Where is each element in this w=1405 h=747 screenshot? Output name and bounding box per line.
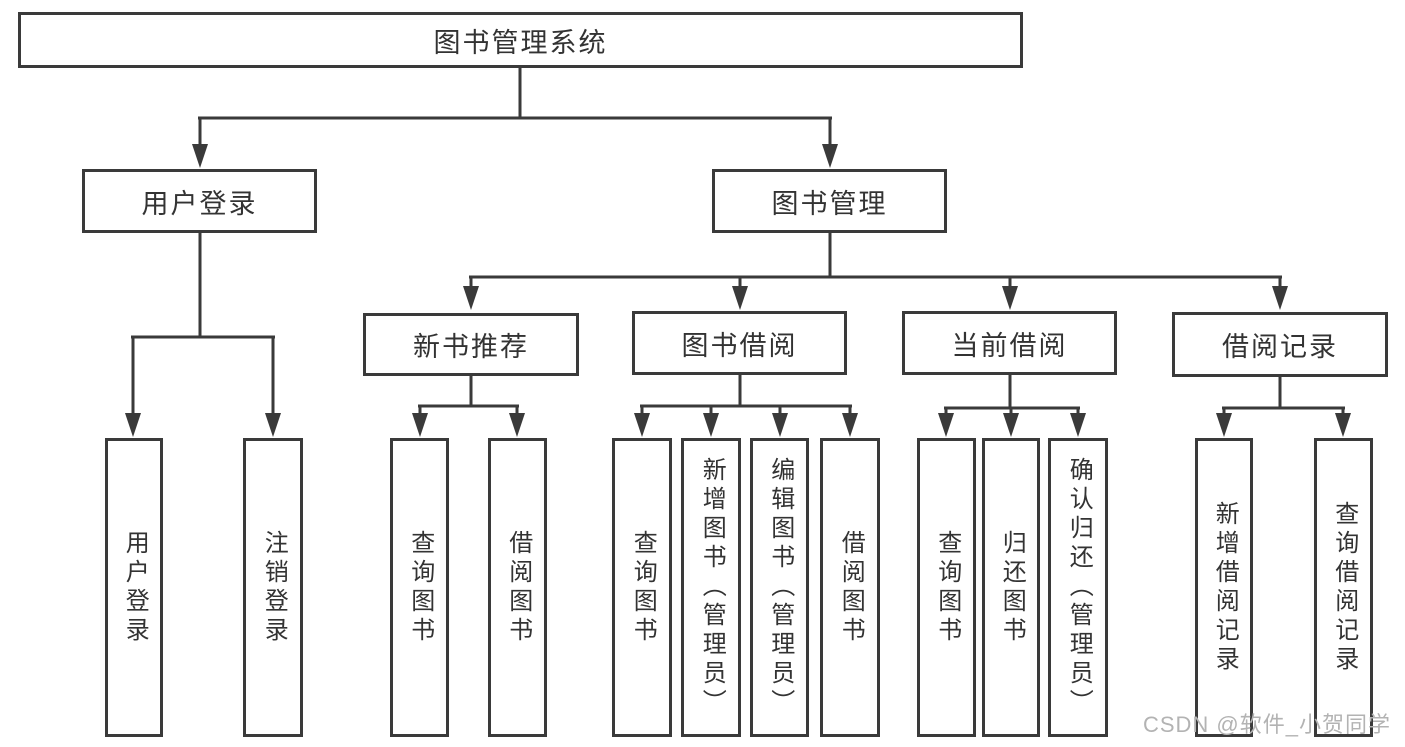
leaf-logout-label: 注销登录 [260, 529, 288, 646]
node-current-borrow-label: 当前借阅 [951, 330, 1068, 361]
node-library-system: 图书管理系统 [18, 12, 1023, 68]
node-borrow-records: 借阅记录 [1172, 312, 1388, 377]
leaf-add-borrow-record: 新增借阅记录 [1195, 438, 1253, 737]
node-book-borrow: 图书借阅 [632, 311, 847, 375]
leaf-return-books-label: 归还图书 [998, 529, 1026, 646]
node-user-login-label: 用户登录 [141, 188, 258, 219]
leaf-borrow-books-recommend-label: 借阅图书 [504, 529, 532, 646]
leaf-add-borrow-record-label: 新增借阅记录 [1211, 500, 1239, 675]
leaf-query-books-recommend: 查询图书 [390, 438, 449, 737]
node-new-book-recommend: 新书推荐 [363, 313, 579, 376]
leaf-borrow-books-recommend: 借阅图书 [488, 438, 547, 737]
node-borrow-records-label: 借阅记录 [1222, 332, 1338, 362]
node-library-system-label: 图书管理系统 [433, 27, 608, 58]
leaf-query-books-borrow: 查询图书 [612, 438, 672, 737]
leaf-query-borrow-record-label: 查询借阅记录 [1330, 500, 1358, 675]
leaf-borrow-books-label: 借阅图书 [837, 529, 865, 646]
leaf-return-books: 归还图书 [982, 438, 1040, 737]
node-book-management-label: 图书管理 [771, 188, 888, 219]
leaf-add-books-admin: 新增图书（管理员） [681, 438, 741, 737]
leaf-user-login: 用户登录 [105, 438, 163, 737]
node-user-login: 用户登录 [82, 169, 317, 233]
leaf-borrow-books: 借阅图书 [820, 438, 880, 737]
leaf-confirm-return-admin-label: 确认归还（管理员） [1065, 457, 1093, 718]
leaf-query-books-current: 查询图书 [917, 438, 976, 737]
leaf-confirm-return-admin: 确认归还（管理员） [1048, 438, 1108, 737]
leaf-query-books-current-label: 查询图书 [933, 529, 961, 646]
node-book-management: 图书管理 [712, 169, 947, 233]
node-book-borrow-label: 图书借阅 [681, 330, 798, 361]
leaf-query-borrow-record: 查询借阅记录 [1314, 438, 1373, 737]
csdn-watermark: CSDN @软件_小贺同学 [1142, 712, 1391, 737]
node-new-book-recommend-label: 新书推荐 [413, 332, 529, 362]
leaf-logout: 注销登录 [243, 438, 303, 737]
arrowheads [125, 144, 1351, 437]
leaf-add-books-admin-label: 新增图书（管理员） [698, 457, 726, 718]
leaf-user-login-label: 用户登录 [121, 529, 149, 646]
leaf-query-books-borrow-label: 查询图书 [629, 529, 657, 646]
node-current-borrow: 当前借阅 [902, 311, 1117, 375]
leaf-edit-books-admin-label: 编辑图书（管理员） [766, 457, 794, 718]
leaf-query-books-recommend-label: 查询图书 [406, 529, 434, 646]
leaf-edit-books-admin: 编辑图书（管理员） [750, 438, 809, 737]
